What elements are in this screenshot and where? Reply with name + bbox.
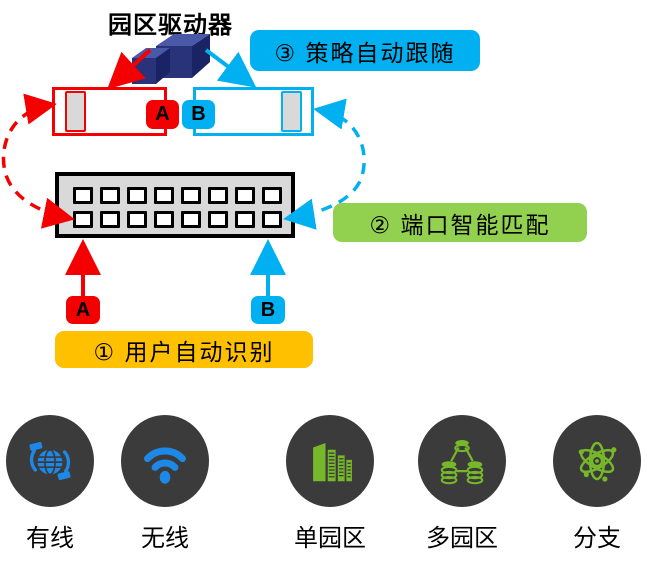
switch-port (235, 211, 255, 228)
campus-driver-icon-svg (132, 34, 210, 84)
step-3-label: ③ 策略自动跟随 (250, 30, 480, 71)
switch-port (73, 211, 93, 228)
switch-port (262, 187, 282, 204)
scenario-multi-campus-label: 多园区 (426, 525, 498, 552)
switch-ports (73, 187, 282, 228)
switch-port (235, 187, 255, 204)
policy-a-port (65, 91, 86, 132)
wireless-icon (144, 447, 186, 484)
scenario-single-campus-label: 单园区 (294, 525, 366, 552)
wired-icon (29, 441, 71, 481)
single-campus-icon (313, 443, 352, 482)
scenario-wireless (121, 415, 209, 507)
policy-a-badge: A (146, 100, 179, 129)
scenario-single-campus (286, 415, 374, 507)
switch-port (100, 211, 120, 228)
multi-campus-icon (440, 439, 484, 485)
switch-port (208, 187, 228, 204)
scenario-branch (553, 415, 641, 507)
step-1-label: ① 用户自动识别 (55, 331, 313, 368)
campus-driver-icon (126, 28, 216, 90)
step-2-label: ② 端口智能匹配 (333, 203, 587, 242)
policy-b-badge: B (182, 100, 215, 129)
switch-port (181, 187, 201, 204)
switch-port (262, 211, 282, 228)
user-a-badge: A (66, 296, 100, 324)
scenario-wired-label: 有线 (26, 525, 74, 552)
switch-port (154, 187, 174, 204)
scenario-branch-label: 分支 (573, 525, 621, 552)
policy-b-port (281, 91, 302, 132)
switch-port (181, 211, 201, 228)
switch-port (73, 187, 93, 204)
switch-port (154, 211, 174, 228)
diagram-title: 园区驱动器 (108, 12, 233, 39)
branch-icon (578, 441, 617, 482)
scenario-multi-campus (418, 415, 506, 507)
switch-port (100, 187, 120, 204)
switch-port (127, 211, 147, 228)
switch-port (208, 211, 228, 228)
user-b-badge: B (251, 296, 285, 324)
switch-port (127, 187, 147, 204)
scenario-wired (6, 415, 94, 507)
scenario-wireless-label: 无线 (141, 525, 189, 552)
